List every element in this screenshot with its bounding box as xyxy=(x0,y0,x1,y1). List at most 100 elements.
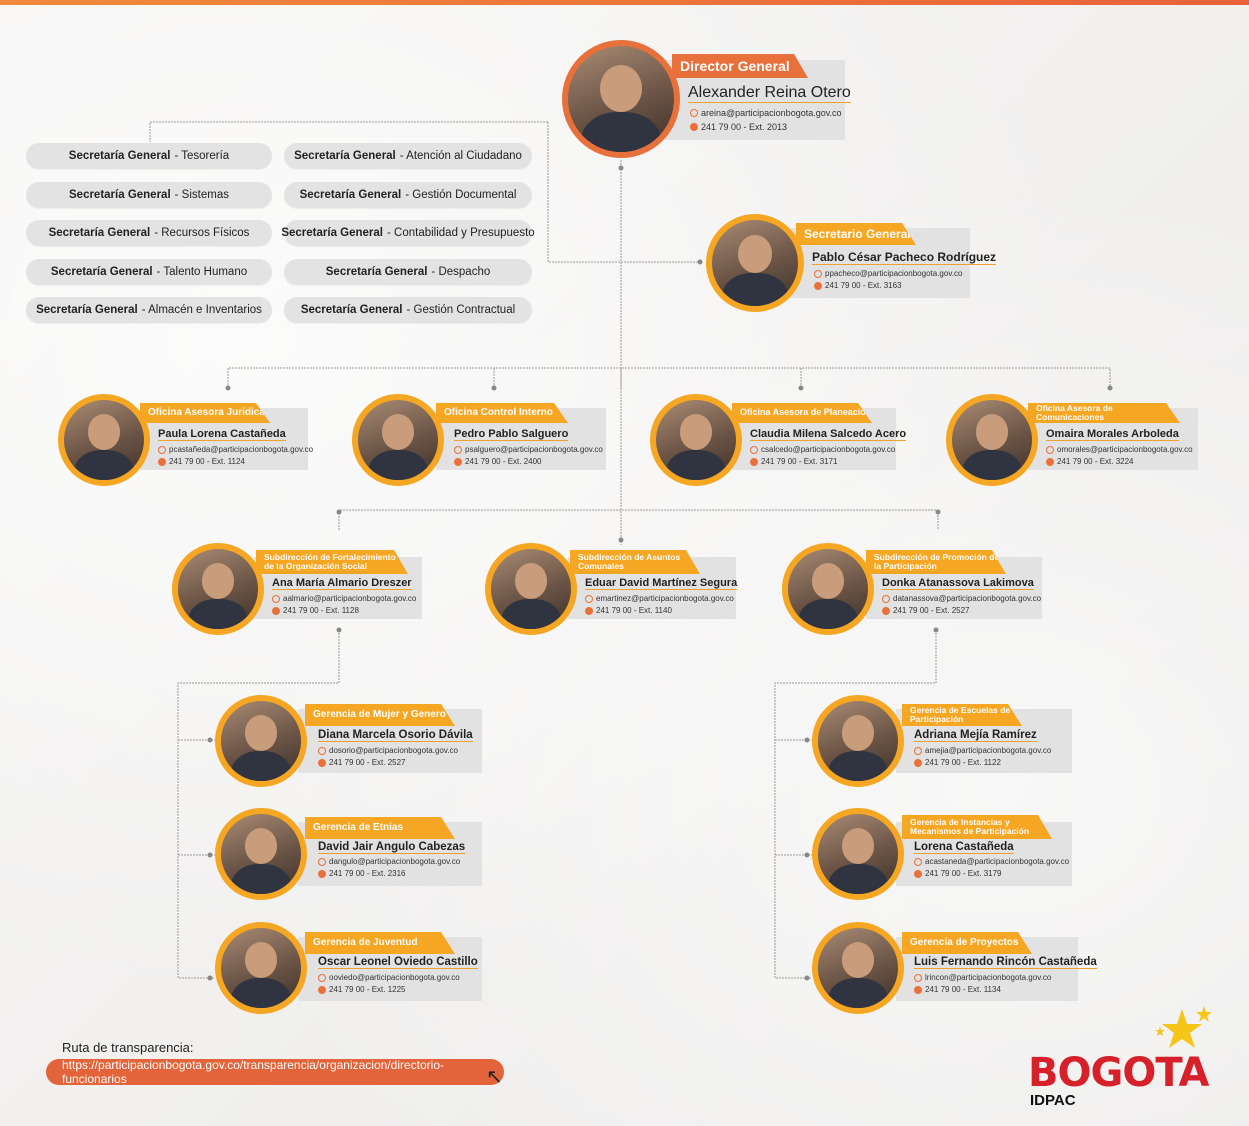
person-name: Ana María Almario Dreszer xyxy=(272,577,412,590)
phone-icon xyxy=(318,869,326,878)
email: omorales@participacionbogota.gov.co xyxy=(1046,445,1193,454)
mail-icon xyxy=(914,746,922,755)
email: aalmario@participacionbogota.gov.co xyxy=(272,594,416,603)
phone: 241 79 00 - Ext. 3163 xyxy=(814,281,902,290)
role-tag: Oficina Asesora de Planeación xyxy=(732,403,872,423)
avatar xyxy=(172,543,264,635)
avatar xyxy=(650,394,742,486)
email: csalcedo@participacionbogota.gov.co xyxy=(750,445,895,454)
phone-icon xyxy=(814,281,822,290)
role-tag: Gerencia de Juventud xyxy=(305,932,455,954)
sec-unit-pill: Secretaría General- Sistemas xyxy=(26,182,272,208)
role-tag: Gerencia de Escuelas de Participación xyxy=(902,704,1022,726)
phone-icon xyxy=(454,457,462,466)
avatar xyxy=(812,808,904,900)
mail-icon xyxy=(318,857,326,866)
avatar xyxy=(215,808,307,900)
mail-icon xyxy=(882,594,890,603)
person-name: Claudia Milena Salcedo Acero xyxy=(750,428,907,441)
mail-icon xyxy=(690,109,698,117)
email: acastaneda@participacionbogota.gov.co xyxy=(914,857,1069,866)
phone-icon xyxy=(158,457,166,466)
role-tag: Secretario General xyxy=(796,223,916,245)
role-tag: Gerencia de Etnias xyxy=(305,817,455,839)
phone: 241 79 00 - Ext. 3171 xyxy=(750,457,838,466)
mail-icon xyxy=(1046,445,1054,454)
phone: 241 79 00 - Ext. 2527 xyxy=(882,606,970,615)
person-name: Pablo César Pacheco Rodríguez xyxy=(812,250,997,265)
phone: 241 79 00 - Ext. 2527 xyxy=(318,758,406,767)
route-label: Ruta de transparencia: xyxy=(62,1040,194,1055)
avatar xyxy=(352,394,444,486)
phone-icon xyxy=(585,606,593,615)
role-tag: Subdirección de Fortalecimiento de la Or… xyxy=(256,550,408,574)
mail-icon xyxy=(914,973,922,982)
email: pcastañeda@participacionbogota.gov.co xyxy=(158,445,313,454)
phone-icon xyxy=(1046,457,1054,466)
avatar xyxy=(812,922,904,1014)
mail-icon xyxy=(814,269,822,278)
transparency-link[interactable]: https://participacionbogota.gov.co/trans… xyxy=(46,1058,504,1086)
sec-unit-pill: Secretaría General- Recursos Físicos xyxy=(26,220,272,246)
person-name: Adriana Mejía Ramírez xyxy=(914,729,1037,742)
email: psalguero@participacionbogota.gov.co xyxy=(454,445,603,454)
person-name: Alexander Reina Otero xyxy=(688,84,851,103)
email: datanassova@participacionbogota.gov.co xyxy=(882,594,1041,603)
mail-icon xyxy=(454,445,462,454)
phone-icon xyxy=(882,606,890,615)
mail-icon xyxy=(750,445,758,454)
phone-icon xyxy=(272,606,280,615)
top-accent-bar xyxy=(0,0,1249,5)
email: dangulo@participacionbogota.gov.co xyxy=(318,857,460,866)
role-tag: Gerencia de Instancias y Mecanismos de P… xyxy=(902,815,1052,839)
role-tag: Director General xyxy=(672,54,808,78)
avatar xyxy=(562,40,680,158)
email: areina@participacionbogota.gov.co xyxy=(690,108,842,118)
phone-icon xyxy=(318,985,326,994)
sec-unit-pill: Secretaría General- Despacho xyxy=(284,259,532,285)
email: lrincon@participacionbogota.gov.co xyxy=(914,973,1051,982)
email: amejia@participacionbogota.gov.co xyxy=(914,746,1051,755)
person-name: David Jair Angulo Cabezas xyxy=(318,841,466,854)
phone-icon xyxy=(914,758,922,767)
mail-icon xyxy=(318,973,326,982)
role-tag: Oficina Control Interno xyxy=(436,403,568,423)
mail-icon xyxy=(318,746,326,755)
person-name: Luis Fernando Rincón Castañeda xyxy=(914,956,1097,969)
mail-icon xyxy=(914,857,922,866)
email: emartinez@participacionbogota.gov.co xyxy=(585,594,734,603)
avatar xyxy=(812,695,904,787)
sec-unit-pill: Secretaría General- Almacén e Inventario… xyxy=(26,297,272,323)
person-name: Lorena Castañeda xyxy=(914,841,1014,854)
email: dosorio@participacionbogota.gov.co xyxy=(318,746,458,755)
phone: 241 79 00 - Ext. 1140 xyxy=(585,606,672,615)
avatar xyxy=(485,543,577,635)
avatar xyxy=(946,394,1038,486)
avatar xyxy=(215,922,307,1014)
email: ppacheco@participacionbogota.gov.co xyxy=(814,269,962,278)
phone-icon xyxy=(690,123,698,131)
phone: 241 79 00 - Ext. 3179 xyxy=(914,869,1002,878)
sec-unit-pill: Secretaría General- Talento Humano xyxy=(26,259,272,285)
sec-unit-pill: Secretaría General- Tesorería xyxy=(26,143,272,169)
pointer-cursor-icon: ↖ xyxy=(486,1066,503,1088)
phone: 241 79 00 - Ext. 1128 xyxy=(272,606,359,615)
role-tag: Subdirección de Asuntos Comunales xyxy=(570,550,700,574)
phone: 241 79 00 - Ext. 1124 xyxy=(158,457,245,466)
sec-unit-pill: Secretaría General- Gestión Contractual xyxy=(284,297,532,323)
role-tag: Oficina Asesora de Comunicaciones xyxy=(1028,403,1180,423)
role-tag: Gerencia de Mujer y Genero xyxy=(305,704,455,726)
mail-icon xyxy=(585,594,593,603)
phone-icon xyxy=(318,758,326,767)
phone: 241 79 00 - Ext. 2013 xyxy=(690,122,787,132)
role-tag: Subdirección de Promoción de la Particip… xyxy=(866,550,1006,574)
phone-icon xyxy=(914,985,922,994)
mail-icon xyxy=(272,594,280,603)
bogota-logo: BOGOTA xyxy=(1028,1050,1209,1096)
person-name: Eduar David Martínez Segura xyxy=(585,577,738,590)
phone: 241 79 00 - Ext. 1225 xyxy=(318,985,406,994)
sec-unit-pill: Secretaría General- Atención al Ciudadan… xyxy=(284,143,532,169)
avatar xyxy=(782,543,874,635)
role-tag: Gerencia de Proyectos xyxy=(902,932,1032,954)
